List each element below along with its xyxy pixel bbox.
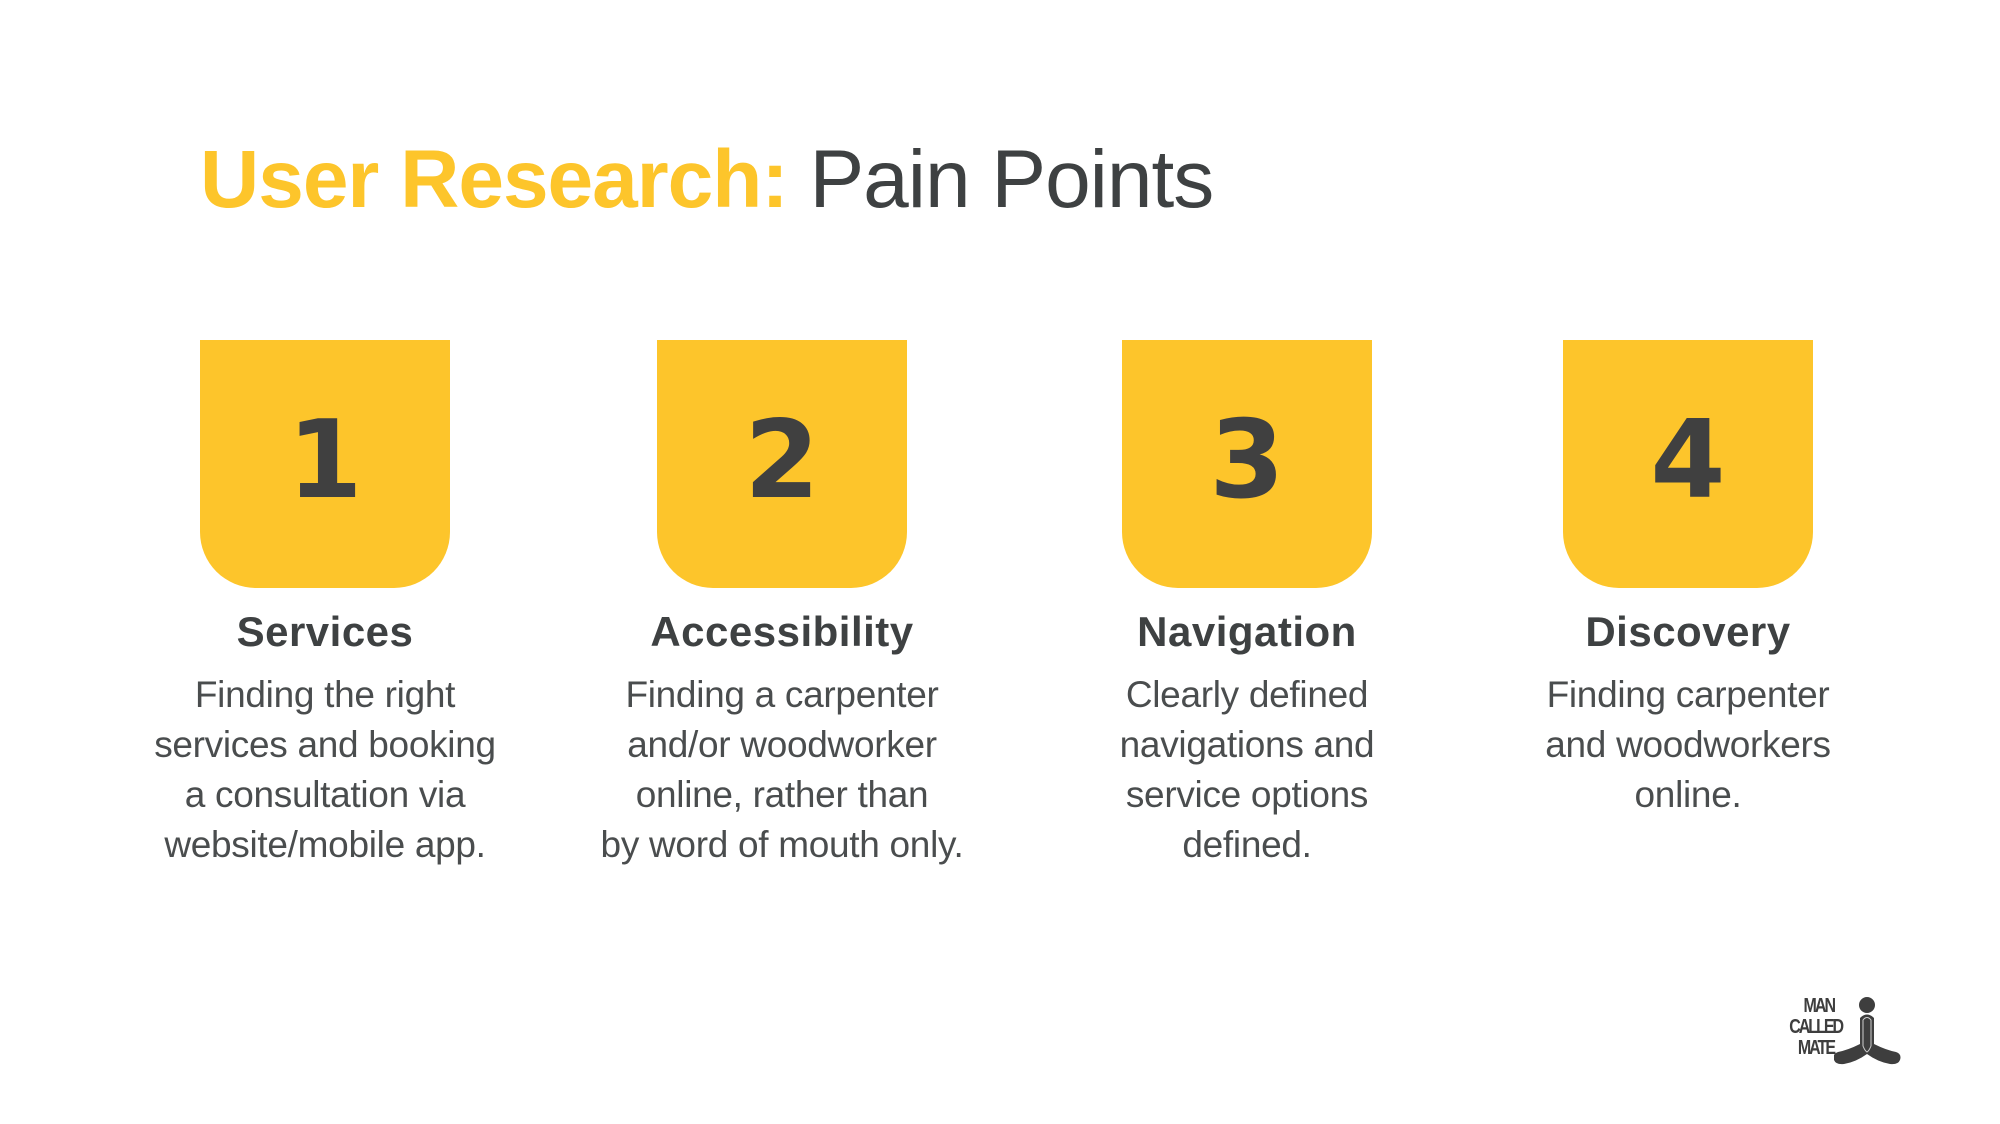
pain-point-description: Clearly defined navigations and service … xyxy=(1047,670,1447,870)
logo-wordmark: MAN CALLED MATE xyxy=(1789,995,1844,1059)
description-line: online, rather than xyxy=(635,774,929,815)
meditating-figure-icon xyxy=(1834,997,1901,1065)
description-line: services and booking xyxy=(154,724,496,765)
description-line: website/mobile app. xyxy=(164,824,486,865)
description-line: service options xyxy=(1125,774,1369,815)
number-tile: 2 xyxy=(657,340,907,588)
title-accent: User Research: xyxy=(200,134,789,225)
description-line: navigations and xyxy=(1119,724,1375,765)
description-line: a consultation via xyxy=(184,774,466,815)
pain-point-heading: Navigation xyxy=(1137,608,1357,655)
pain-point-card-accessibility: 2 Accessibility Finding a carpenter and/… xyxy=(582,340,982,870)
brand-logo: MAN CALLED MATE xyxy=(1778,996,1908,1066)
pain-point-description: Finding carpenter and woodworkers online… xyxy=(1488,670,1888,820)
title-main: Pain Points xyxy=(809,134,1214,225)
pain-point-heading: Services xyxy=(236,608,414,655)
pain-point-number: 3 xyxy=(1209,398,1285,523)
pain-point-number: 1 xyxy=(287,398,363,523)
pain-point-heading: Discovery xyxy=(1585,608,1791,655)
pain-point-number: 4 xyxy=(1650,398,1726,523)
pain-point-heading: Accessibility xyxy=(650,608,914,655)
description-line: defined. xyxy=(1182,824,1312,865)
pain-point-number: 2 xyxy=(744,398,820,523)
description-line: online. xyxy=(1634,774,1742,815)
number-tile: 1 xyxy=(200,340,450,588)
logo-line: MATE xyxy=(1797,1037,1836,1059)
description-line: and woodworkers xyxy=(1545,724,1831,765)
description-line: Finding carpenter xyxy=(1546,674,1830,715)
number-tile: 3 xyxy=(1122,340,1372,588)
description-line: by word of mouth only. xyxy=(600,824,964,865)
description-line: Finding the right xyxy=(194,674,456,715)
page-title: User Research: Pain Points xyxy=(200,132,1214,228)
logo-line: CALLED xyxy=(1789,1016,1844,1038)
description-line: Clearly defined xyxy=(1125,674,1369,715)
number-tile: 4 xyxy=(1563,340,1813,588)
pain-point-card-services: 1 Services Finding the right services an… xyxy=(125,340,525,870)
pain-point-description: Finding a carpenter and/or woodworker on… xyxy=(582,670,982,870)
pain-point-card-navigation: 3 Navigation Clearly defined navigations… xyxy=(1047,340,1447,870)
pain-point-description: Finding the right services and booking a… xyxy=(125,670,525,870)
description-line: and/or woodworker xyxy=(627,724,937,765)
pain-point-card-discovery: 4 Discovery Finding carpenter and woodwo… xyxy=(1488,340,1888,820)
logo-line: MAN xyxy=(1803,995,1836,1017)
description-line: Finding a carpenter xyxy=(625,674,939,715)
